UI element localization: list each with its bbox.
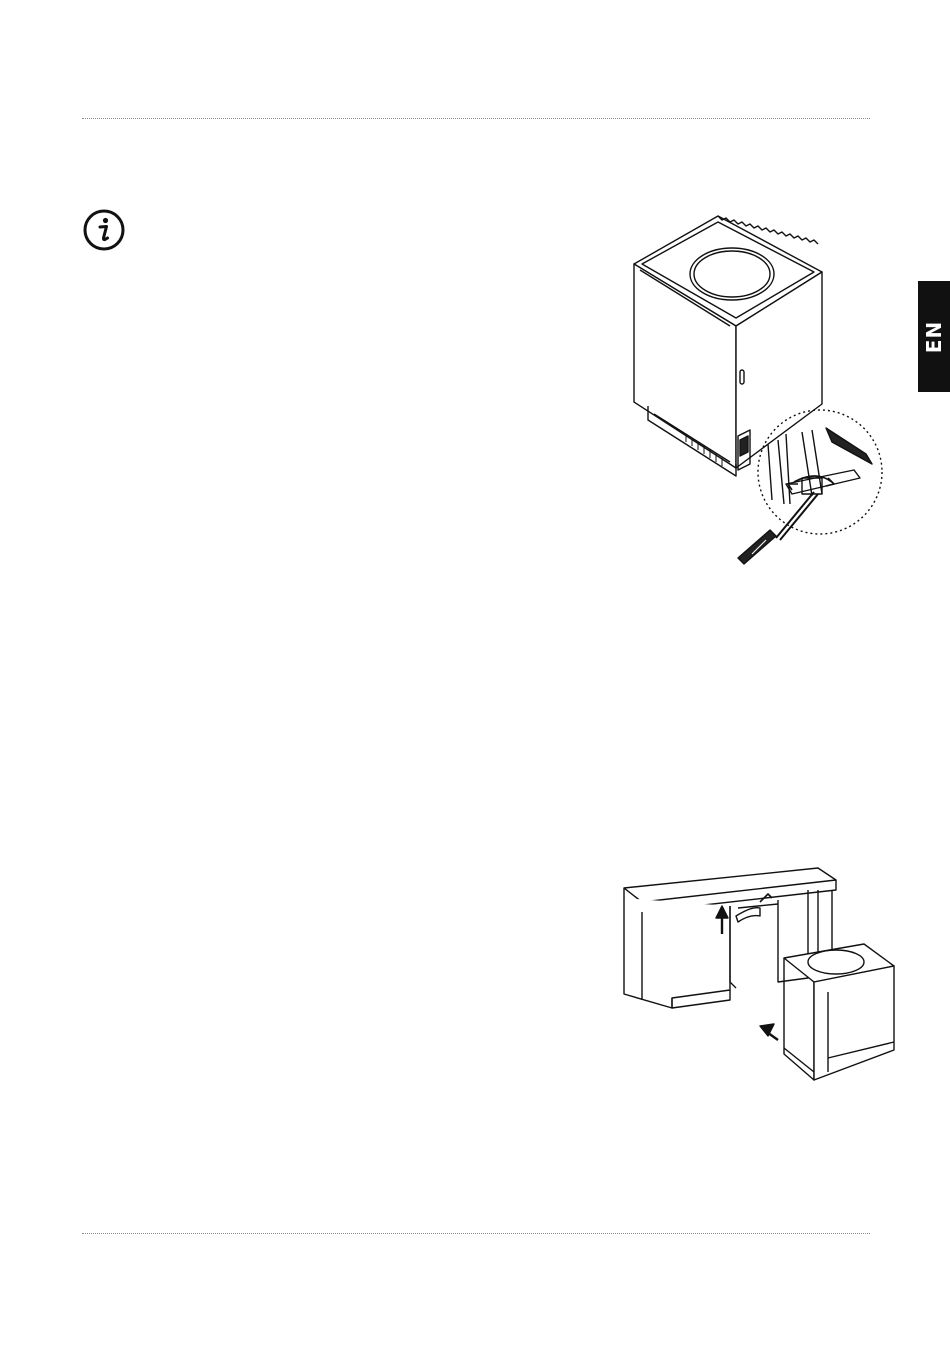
bottom-divider — [82, 1233, 870, 1234]
language-tab-label: EN — [922, 320, 946, 352]
top-divider — [82, 118, 870, 119]
language-tab: EN — [918, 281, 950, 392]
dishwasher-insertion-illustration — [618, 862, 896, 1084]
dishwasher-foot-adjustment-illustration — [626, 208, 886, 570]
info-circle-icon — [82, 208, 126, 252]
